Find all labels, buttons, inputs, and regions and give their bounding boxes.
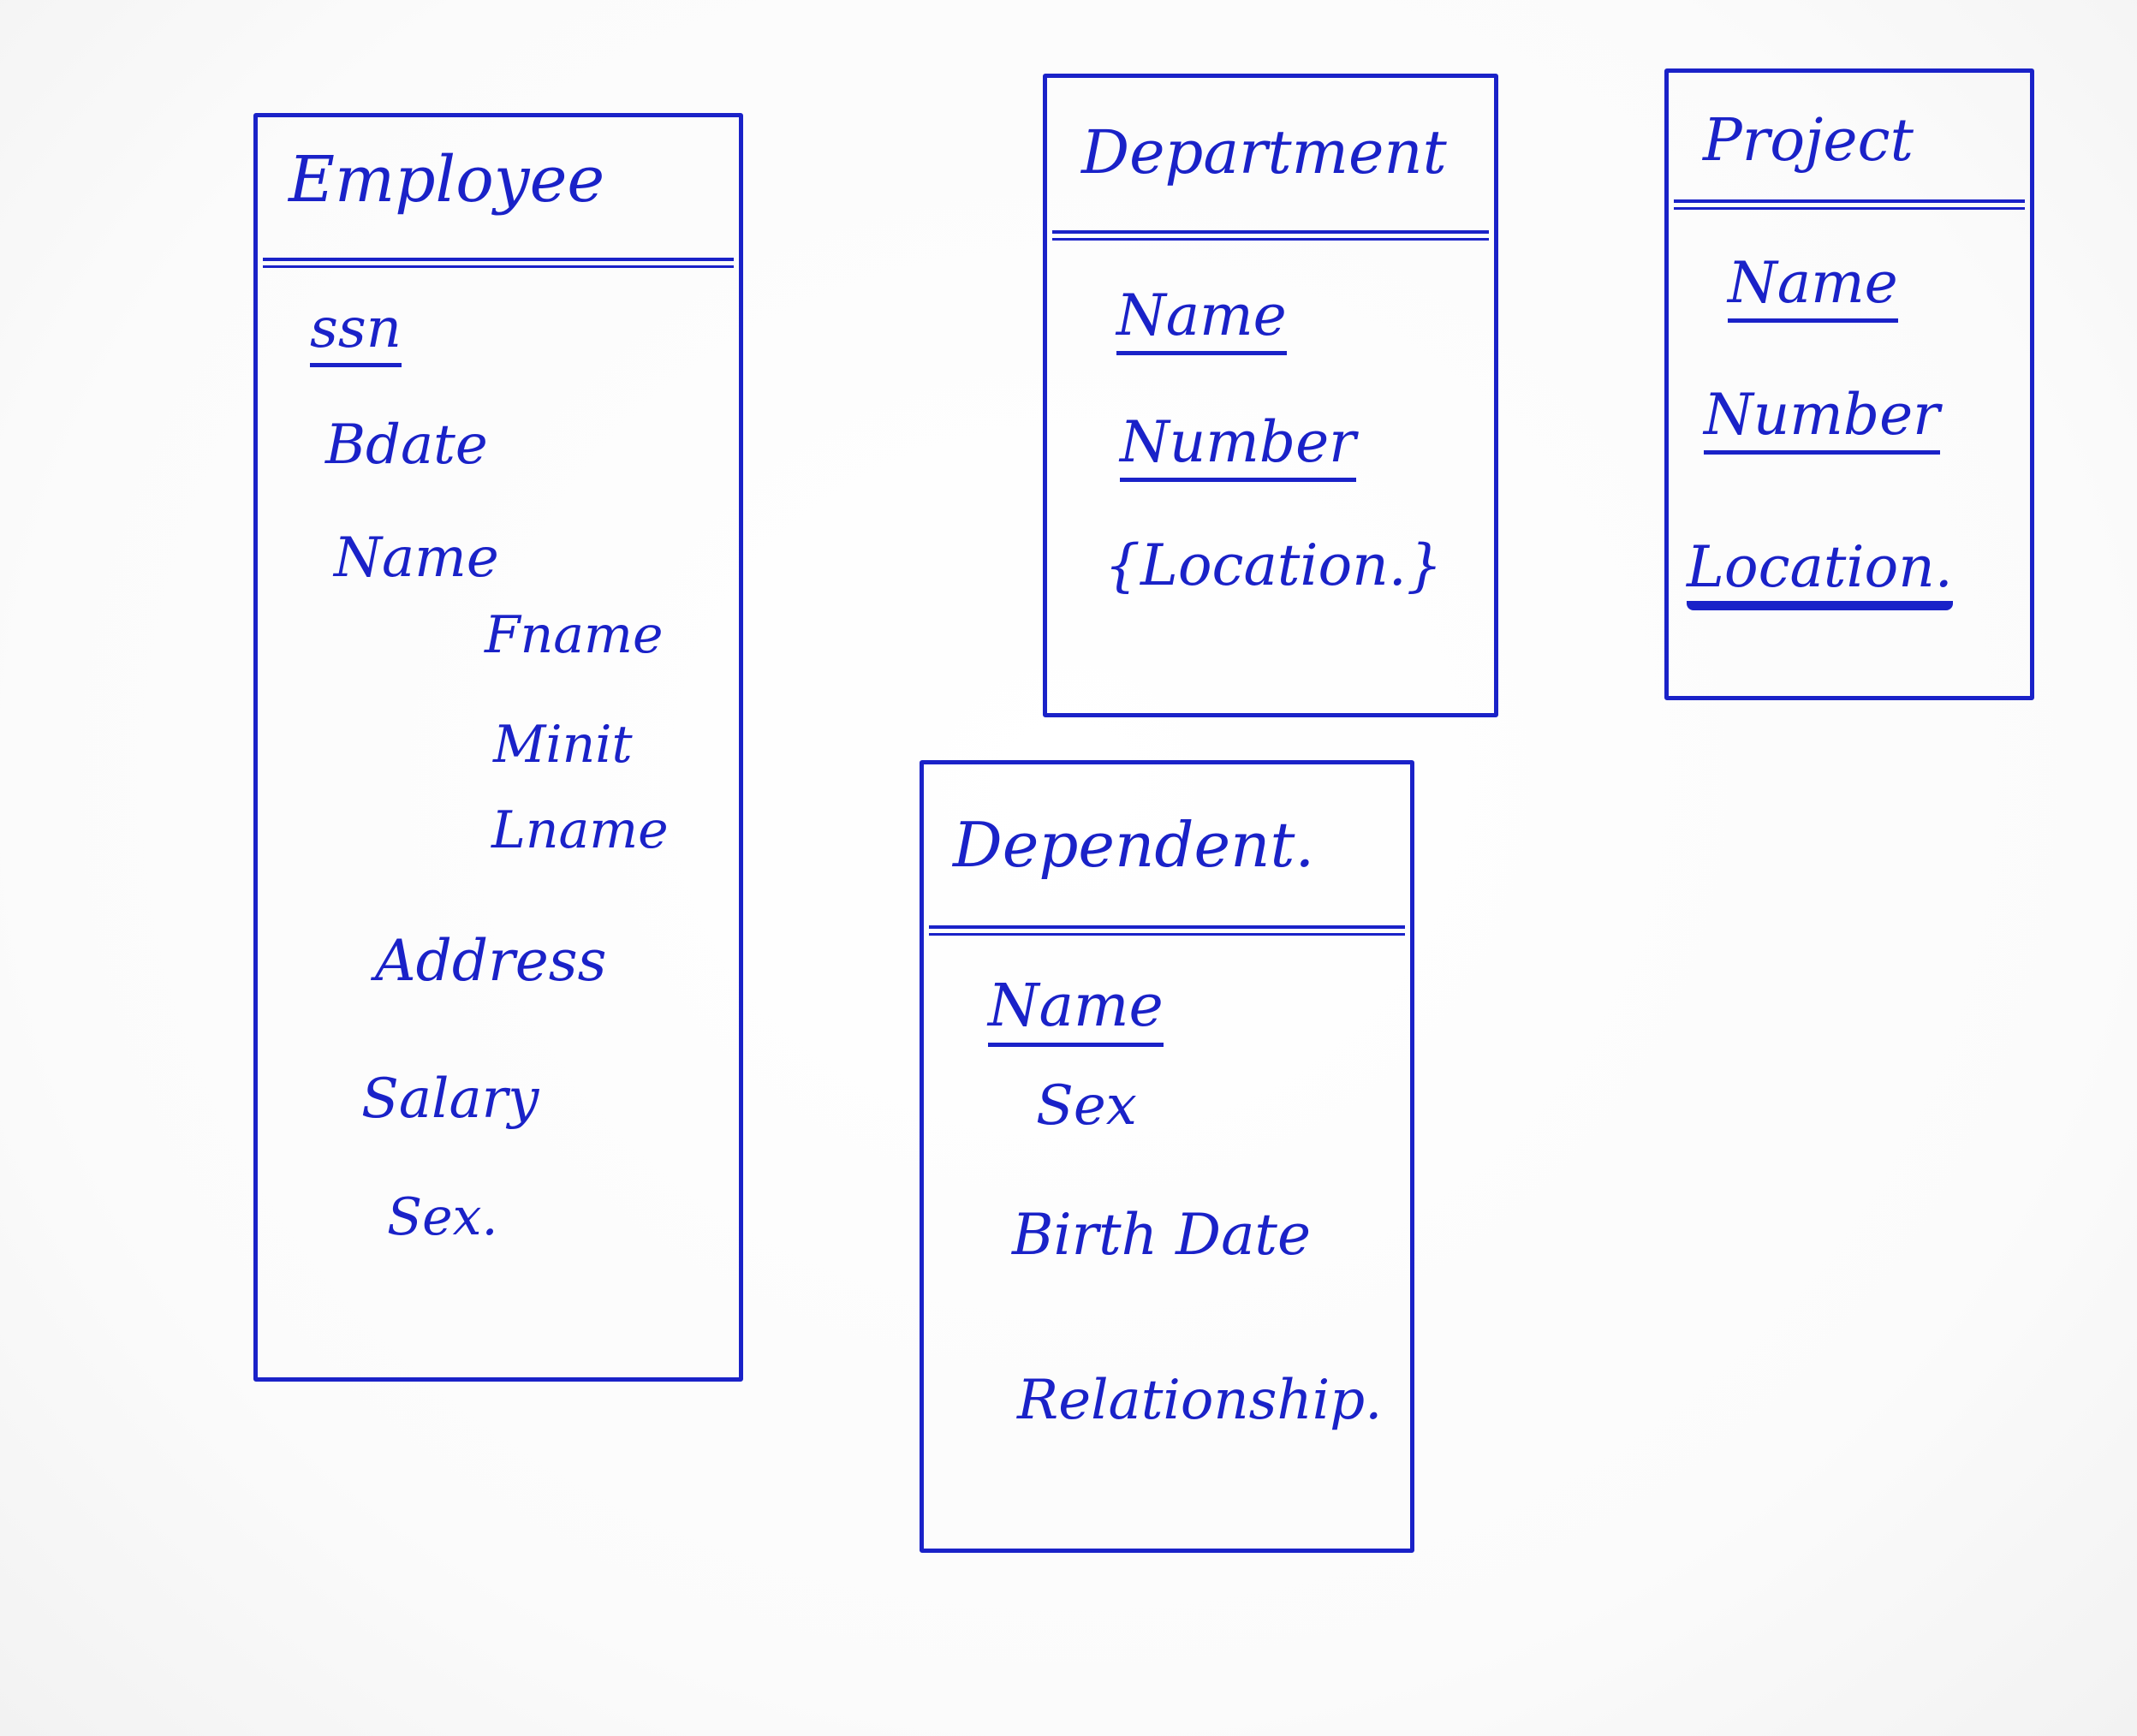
attr-employee-fname: Fname bbox=[485, 605, 664, 665]
entity-title-dependent: Dependent. bbox=[953, 809, 1315, 881]
attr-project-number: Number bbox=[1704, 387, 1940, 455]
divider-employee bbox=[263, 258, 734, 268]
attr-employee-name: Name bbox=[334, 526, 499, 590]
attr-department-number: Number bbox=[1120, 414, 1356, 482]
attr-department-name: Name bbox=[1116, 288, 1287, 355]
attr-project-name: Name bbox=[1728, 255, 1898, 323]
attr-employee-ssn: ssn bbox=[310, 301, 402, 367]
entity-title-department: Department bbox=[1081, 117, 1447, 187]
attr-employee-minit: Minit bbox=[493, 715, 633, 775]
entity-employee: Employee bbox=[253, 113, 743, 1382]
attr-employee-sex: Sex. bbox=[387, 1187, 498, 1247]
divider-department bbox=[1052, 230, 1489, 241]
divider-project bbox=[1674, 199, 2025, 210]
attr-dependent-relationship: Relationship. bbox=[1017, 1369, 1383, 1432]
entity-dependent: Dependent. bbox=[920, 760, 1414, 1553]
divider-dependent bbox=[929, 925, 1405, 936]
attr-dependent-sex: Sex bbox=[1036, 1074, 1137, 1138]
attr-dependent-birth-date: Birth Date bbox=[1012, 1202, 1312, 1268]
entity-department: Department bbox=[1043, 74, 1498, 717]
entity-project: Project bbox=[1664, 68, 2034, 700]
attr-employee-address: Address bbox=[375, 928, 607, 994]
entity-title-project: Project bbox=[1703, 107, 1914, 175]
attr-employee-lname: Lname bbox=[491, 800, 669, 860]
attr-employee-salary: Salary bbox=[361, 1067, 539, 1131]
entity-title-employee: Employee bbox=[289, 143, 605, 217]
attr-department-location: {Location.} bbox=[1104, 532, 1443, 598]
attr-employee-bdate: Bdate bbox=[325, 413, 488, 477]
attr-dependent-name: Name bbox=[988, 978, 1164, 1047]
attr-project-location: Location. bbox=[1687, 539, 1953, 610]
